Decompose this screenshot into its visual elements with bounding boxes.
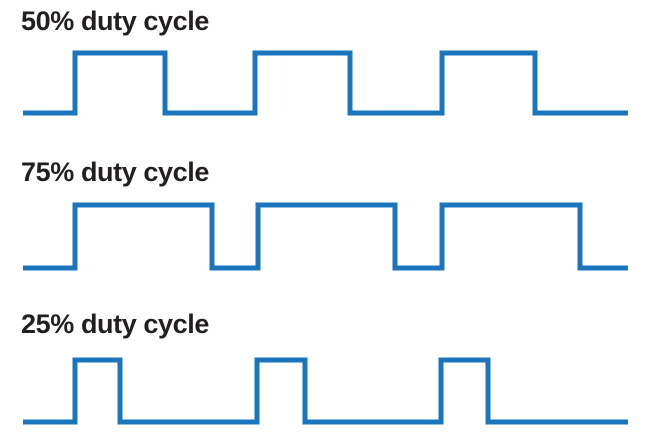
waveform-25-percent [23, 357, 628, 425]
duty-cycle-label-25: 25% duty cycle [21, 309, 210, 339]
waveform-50-percent [23, 50, 628, 116]
waveform-75-percent [23, 202, 628, 271]
duty-cycle-label-75: 75% duty cycle [21, 157, 210, 187]
duty-cycle-label-50: 50% duty cycle [21, 6, 210, 36]
